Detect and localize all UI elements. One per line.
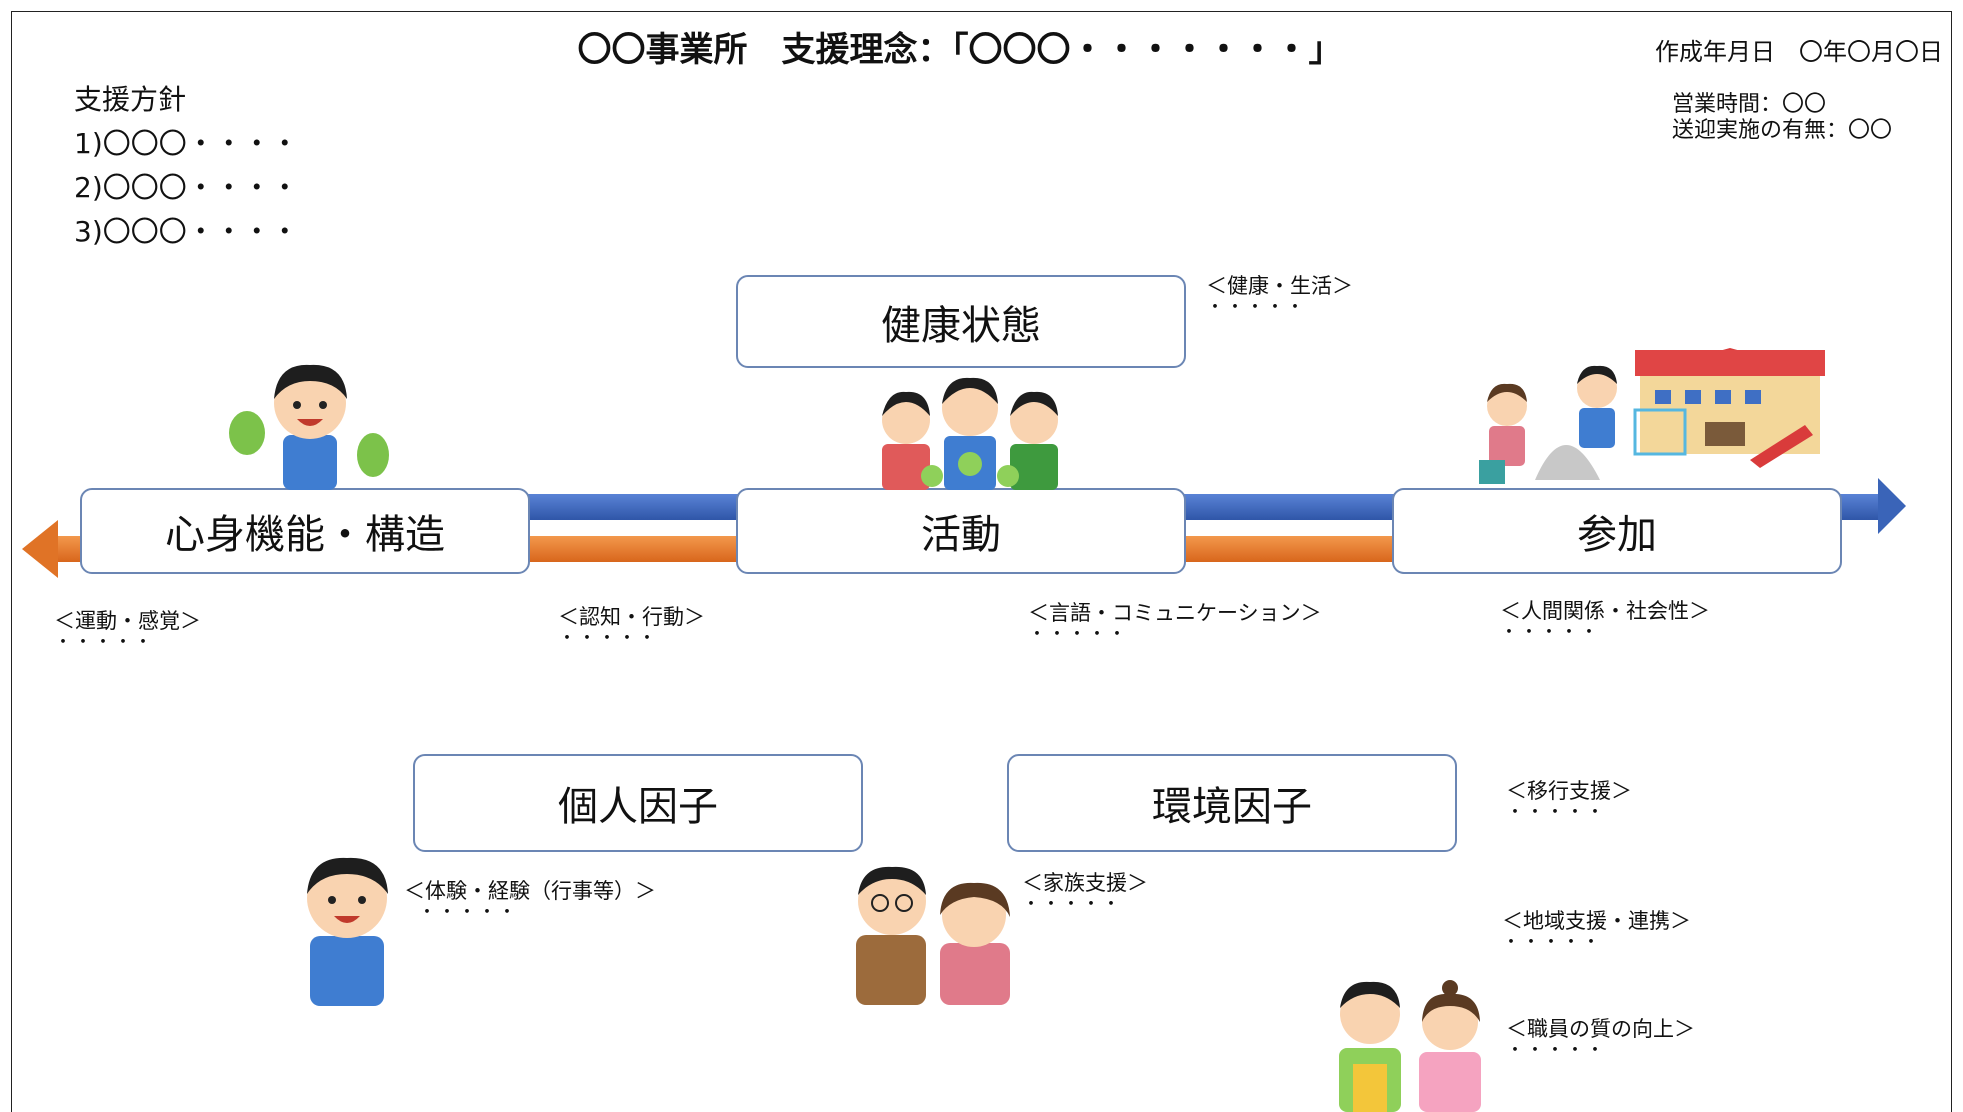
note-staff: ＜職員の質の向上＞ ・・・・・	[1506, 1018, 1695, 1062]
environmental-factors-box: 環境因子	[1007, 754, 1457, 852]
parents-couple-illustration	[856, 866, 1010, 1005]
note-label: ＜認知・行動＞	[558, 605, 705, 629]
page-title: 〇〇事業所 支援理念：「〇〇〇・・・・・・・」	[577, 30, 1343, 70]
note-dots: ・・・・・	[1028, 624, 1128, 645]
staff-couple-illustration	[1339, 980, 1481, 1112]
note-label: ＜健康・生活＞	[1206, 274, 1353, 298]
activity-box: 活動	[736, 488, 1186, 574]
note-relations: ＜人間関係・社会性＞ ・・・・・	[1500, 600, 1710, 644]
note-dots: ・・・・・	[418, 902, 518, 923]
policy-item: 2)〇〇〇・・・・	[74, 171, 299, 204]
note-label: ＜職員の質の向上＞	[1506, 1017, 1695, 1041]
note-experience: ＜体験・経験（行事等）＞ ・・・・・	[404, 880, 656, 924]
business-hours: 営業時間：〇〇	[1672, 92, 1827, 117]
note-community: ＜地域支援・連携＞ ・・・・・	[1502, 910, 1691, 954]
note-label: ＜移行支援＞	[1506, 779, 1632, 803]
policy-item: 3)〇〇〇・・・・	[74, 215, 299, 248]
page-frame	[11, 11, 1952, 1112]
note-motor: ＜運動・感覚＞ ・・・・・	[54, 610, 201, 654]
note-label: ＜言語・コミュニケーション＞	[1028, 601, 1322, 625]
note-label: ＜体験・経験（行事等）＞	[404, 879, 656, 903]
kids-playing-school-illustration	[1479, 348, 1825, 484]
children-with-vegetables-illustration	[882, 377, 1058, 490]
note-dots: ・・・・・	[1022, 894, 1122, 915]
health-condition-box: 健康状態	[736, 275, 1186, 368]
service-info: 営業時間：〇〇 送迎実施の有無：〇〇	[1672, 92, 1892, 144]
note-dots: ・・・・・	[1506, 802, 1606, 823]
created-date: 作成年月日 〇年〇月〇日	[1655, 38, 1943, 66]
boy-with-leaves-illustration	[229, 364, 389, 490]
note-label: ＜地域支援・連携＞	[1502, 909, 1691, 933]
note-dots: ・・・・・	[1500, 622, 1600, 643]
note-cognition: ＜認知・行動＞ ・・・・・	[558, 606, 705, 650]
personal-factors-box: 個人因子	[413, 754, 863, 852]
note-dots: ・・・・・	[54, 632, 154, 653]
note-label: ＜家族支援＞	[1022, 871, 1148, 895]
note-label: ＜運動・感覚＞	[54, 609, 201, 633]
note-transition: ＜移行支援＞ ・・・・・	[1506, 780, 1632, 824]
note-dots: ・・・・・	[1506, 1040, 1606, 1061]
body-function-box: 心身機能・構造	[80, 488, 530, 574]
note-family: ＜家族支援＞ ・・・・・	[1022, 872, 1148, 916]
policy-heading: 支援方針	[74, 83, 187, 116]
note-health-life: ＜健康・生活＞ ・・・・・	[1206, 275, 1353, 319]
support-policy: 支援方針 1)〇〇〇・・・・ 2)〇〇〇・・・・ 3)〇〇〇・・・・	[74, 78, 299, 254]
participation-box: 参加	[1392, 488, 1842, 574]
note-dots: ・・・・・	[1206, 297, 1306, 318]
note-dots: ・・・・・	[1502, 932, 1602, 953]
boy-smiling-illustration	[307, 857, 388, 1006]
transport-info: 送迎実施の有無：〇〇	[1672, 118, 1893, 143]
note-language: ＜言語・コミュニケーション＞ ・・・・・	[1028, 602, 1322, 646]
note-label: ＜人間関係・社会性＞	[1500, 599, 1710, 623]
note-dots: ・・・・・	[558, 628, 658, 649]
policy-item: 1)〇〇〇・・・・	[74, 127, 299, 160]
